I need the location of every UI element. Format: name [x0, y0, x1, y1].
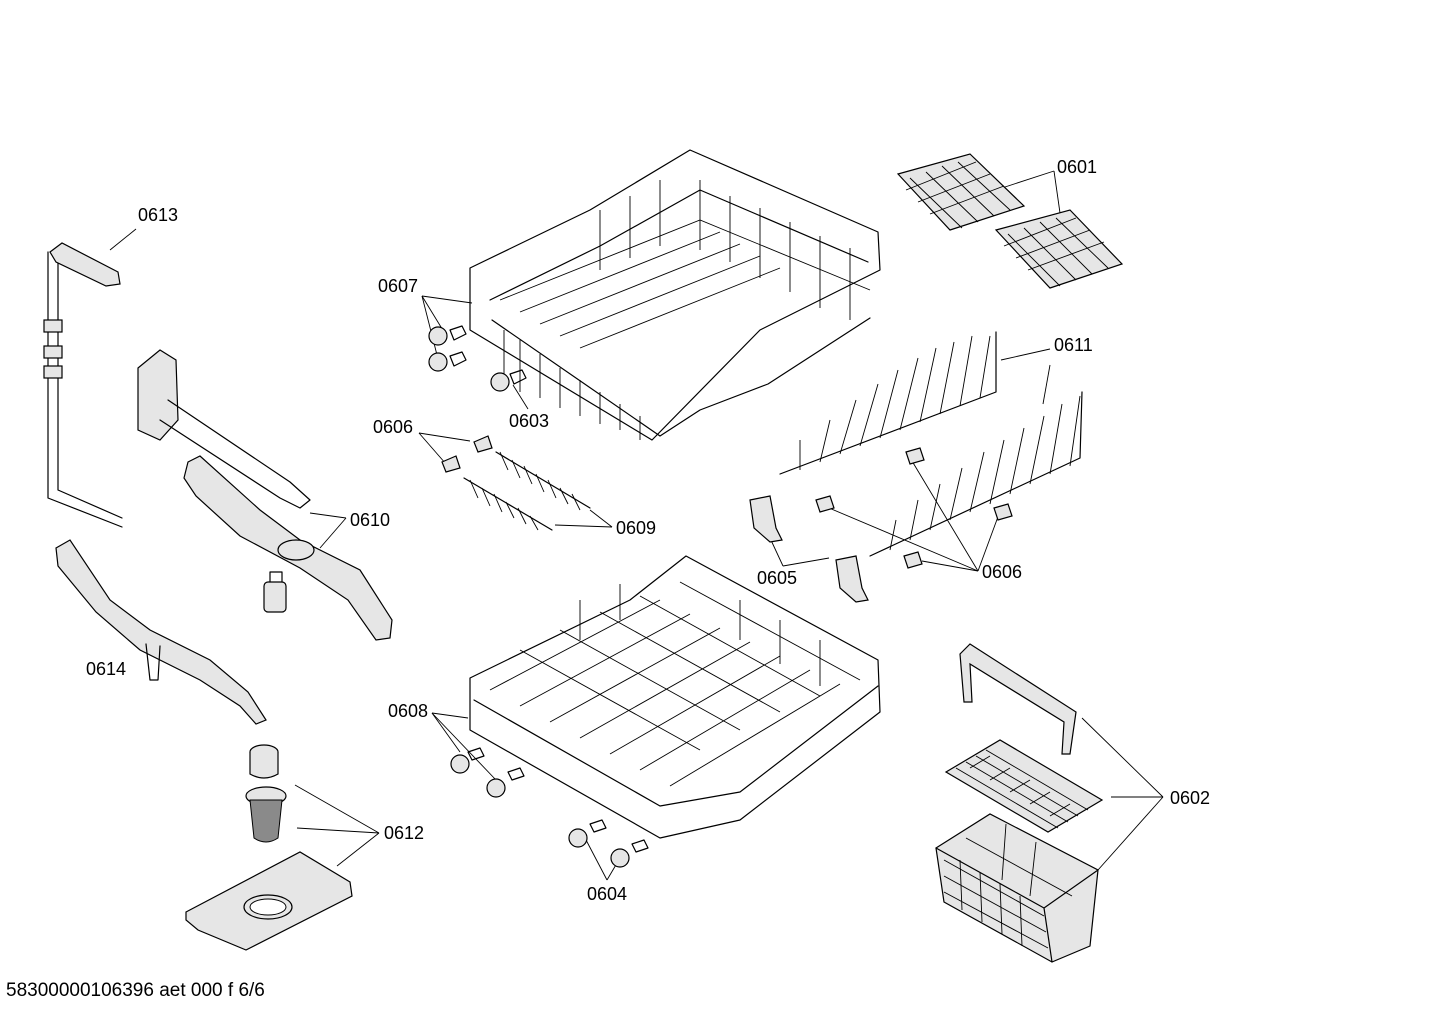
part-upper-basket	[469, 149, 881, 441]
label-0613: 0613	[138, 205, 178, 225]
part-0608-wheels	[450, 747, 525, 798]
part-0613-supply-tube	[43, 242, 123, 528]
part-0606-left-clips	[441, 435, 493, 473]
label-0606-left: 0606	[373, 417, 413, 437]
part-0611-tine-rows	[779, 331, 1083, 557]
part-lower-basket	[469, 555, 881, 839]
part-0602-cutlery-basket	[935, 643, 1104, 963]
label-0607: 0607	[378, 276, 418, 296]
label-0602: 0602	[1170, 788, 1210, 808]
part-0605-brackets	[749, 495, 869, 603]
part-0607-upper-rollers	[428, 325, 467, 372]
label-0604: 0604	[587, 884, 627, 904]
label-0609: 0609	[616, 518, 656, 538]
label-0612: 0612	[384, 823, 424, 843]
part-0604-wheels	[568, 819, 649, 868]
part-0612-filter	[185, 744, 353, 951]
part-0603-roller	[490, 369, 527, 392]
label-0601: 0601	[1057, 157, 1097, 177]
label-0605: 0605	[757, 568, 797, 588]
label-0614: 0614	[86, 659, 126, 679]
label-0606-right: 0606	[982, 562, 1022, 582]
part-0601-small-racks	[896, 153, 1124, 289]
part-0614-lower-spray-arm	[55, 539, 267, 725]
document-footer-code: 58300000106396 aet 000 f 6/6	[6, 980, 265, 1001]
part-0609-tine-rows	[463, 451, 591, 531]
leader-lines	[109, 170, 1164, 881]
label-0603: 0603	[509, 411, 549, 431]
part-0606-right-clips	[815, 447, 1013, 569]
part-0610-upper-spray-arm	[137, 349, 393, 641]
label-0610: 0610	[350, 510, 390, 530]
label-0608: 0608	[388, 701, 428, 721]
label-0611: 0611	[1054, 335, 1093, 355]
